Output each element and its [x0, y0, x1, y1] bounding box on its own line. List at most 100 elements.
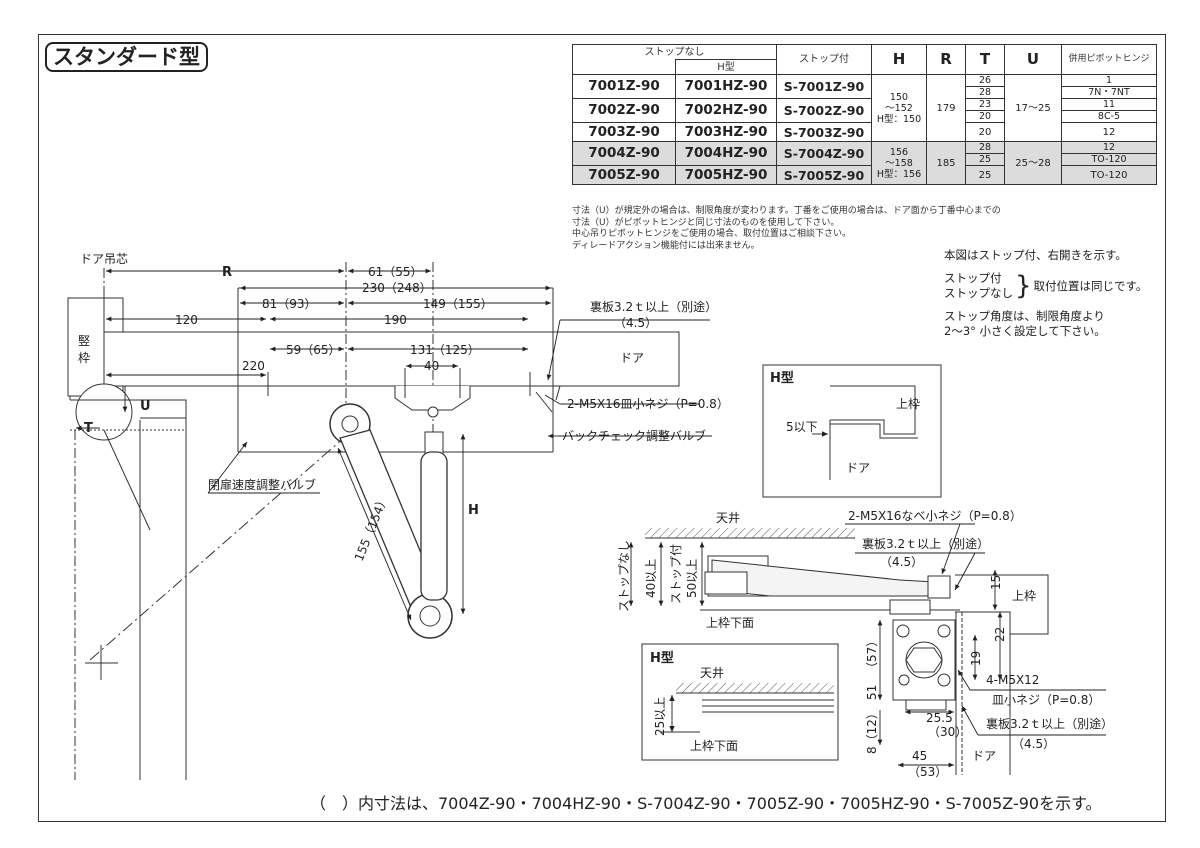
stop-without-label: ストップなし — [944, 286, 1013, 300]
frame-label-2: 枠 — [78, 351, 90, 365]
note-3: 中心吊りピボットヒンジをご使用の場合、取付位置はご相談下さい。 — [572, 229, 852, 239]
side-dimension-text: 天井 2-M5X16なべ小ネジ（P=0.8） 裏板3.2ｔ以上（別途） （4.5… — [617, 509, 1113, 779]
row4-no-stop: 7004Z-90 — [572, 141, 676, 166]
dim-149: 149（155） — [423, 297, 493, 311]
side-backplate2-sub: （4.5） — [1012, 737, 1055, 751]
hdr-pivot: 併用ピボットヒンジ — [1061, 44, 1157, 75]
backplate-sub: （4.5） — [614, 316, 657, 330]
row3-pivot: 12 — [1061, 122, 1157, 142]
side-d30: （30） — [928, 725, 967, 739]
side-d57: （57） — [865, 635, 879, 674]
dim-220: 220 — [242, 359, 265, 373]
row5-h-type: 7005HZ-90 — [675, 165, 777, 185]
hdr-T: T — [965, 44, 1005, 75]
row2-no-stop: 7002Z-90 — [572, 98, 676, 123]
dim-131: 131（125） — [410, 343, 480, 357]
hdr-U: U — [1004, 44, 1062, 75]
htype-detail-1: H型 上枠 5以下 ドア — [762, 364, 942, 498]
hdr-H: H — [871, 44, 927, 75]
side-view — [645, 528, 1049, 775]
dim-H: H — [468, 503, 479, 518]
side-stop-dim: 50以上 — [685, 559, 699, 598]
spec-table: ストップなし ストップ付 H R T U 併用ピボットヒンジ H型 7001Z-… — [572, 44, 1157, 185]
dim-59: 59（65） — [286, 343, 341, 357]
side-d22: 22 — [993, 627, 1007, 642]
backcheck-label: バックチェック調整バルブ — [562, 428, 706, 443]
row2-stop: S-7002Z-90 — [776, 98, 872, 123]
side-ceiling: 天井 — [716, 511, 740, 525]
htype2-frame-bottom: 上枠下面 — [690, 739, 738, 753]
dim-T: T — [84, 421, 93, 436]
row5-stop: S-7005Z-90 — [776, 165, 872, 185]
htype1-door: ドア — [846, 461, 870, 475]
side-backplate-sub: （4.5） — [880, 555, 923, 569]
dim-230: 230（248） — [362, 281, 432, 295]
side-upper-frame: 上枠 — [1012, 589, 1036, 603]
side-no-stop: ストップなし — [617, 540, 631, 612]
right-note-1: 本図はストップ付、右開きを示す。 — [944, 248, 1127, 262]
htype2-title: H型 — [650, 650, 674, 666]
htype-detail-2: H型 天井 25以上 上枠下面 — [641, 643, 839, 761]
side-backplate2: 裏板3.2ｔ以上（別途） — [986, 716, 1113, 731]
hdr-h-type: H型 — [675, 59, 777, 75]
dim-R: R — [222, 265, 232, 280]
page-title: スタンダード型 — [45, 42, 208, 72]
row3-stop: S-7003Z-90 — [776, 122, 872, 142]
side-d8: 8（12） — [865, 707, 879, 754]
angle-note-2: 2～3° 小さく設定して下さい。 — [944, 324, 1106, 338]
side-d19: 19 — [969, 651, 983, 666]
group1-U: 17～25 — [1004, 74, 1062, 142]
htype1-dim: 5以下 — [786, 420, 818, 434]
row1-stop: S-7001Z-90 — [776, 74, 872, 99]
hdr-R: R — [926, 44, 966, 75]
group1-R: 179 — [926, 74, 966, 142]
dim-190: 190 — [384, 313, 407, 327]
backplate-label: 裏板3.2ｔ以上（別途） — [590, 299, 717, 314]
side-screw-top: 2-M5X16なべ小ネジ（P=0.8） — [848, 509, 1022, 523]
hdr-stop: ストップ付 — [776, 44, 872, 75]
main-plan-view — [67, 262, 680, 780]
group2-U: 25～28 — [1004, 141, 1062, 185]
row3-T: 20 — [965, 122, 1005, 142]
table-notes: 寸法（U）が規定外の場合は、制限角度が変わります。丁番をご使用の場合は、ドア面か… — [572, 206, 1001, 252]
screw-label: 2-M5X16皿小ネジ（P=0.8） — [567, 397, 729, 411]
dim-61: 61（55） — [368, 265, 423, 279]
side-d45: 45 — [912, 749, 927, 763]
frame-label-1: 竪 — [78, 334, 90, 348]
side-screw-side2: 皿小ネジ（P=0.8） — [992, 693, 1100, 707]
row5-pivot: TO-120 — [1061, 165, 1157, 185]
row2-h-type: 7002HZ-90 — [675, 98, 777, 123]
side-screw-side1: 4-M5X12 — [986, 673, 1039, 687]
row3-no-stop: 7003Z-90 — [572, 122, 676, 142]
row4-stop: S-7004Z-90 — [776, 141, 872, 166]
group2-R: 185 — [926, 141, 966, 185]
row5-T: 25 — [965, 165, 1005, 185]
side-no-stop-dim: 40以上 — [644, 559, 658, 598]
note-2: 寸法（U）がピボットヒンジと同じ寸法のものを使用して下さい。 — [572, 217, 840, 228]
speed-valve-label: 閉扉速度調整バルブ — [208, 477, 316, 492]
row4-h-type: 7004HZ-90 — [675, 141, 777, 166]
right-notes: 本図はストップ付、右開きを示す。 ストップ付 ストップなし } 取付位置は同じで… — [944, 248, 1147, 339]
side-backplate: 裏板3.2ｔ以上（別途） — [862, 536, 989, 551]
dim-81: 81（93） — [262, 297, 317, 311]
angle-note-1: ストップ角度は、制限角度より — [944, 309, 1105, 323]
side-d51: 51 — [865, 685, 879, 700]
dim-U: U — [140, 399, 151, 414]
stop-position-note: ストップ付 ストップなし } 取付位置は同じです。 — [944, 271, 1148, 301]
htype1-upper-frame: 上枠 — [896, 397, 920, 411]
door-pivot-label: ドア吊芯 — [80, 252, 128, 266]
main-dimensions — [76, 268, 712, 621]
same-position-label: 取付位置は同じです。 — [1033, 278, 1148, 293]
row5-no-stop: 7005Z-90 — [572, 165, 676, 185]
door-label: ドア — [620, 351, 644, 365]
dim-40: 40 — [424, 359, 439, 373]
hdr-no-stop: ストップなし — [572, 44, 777, 60]
